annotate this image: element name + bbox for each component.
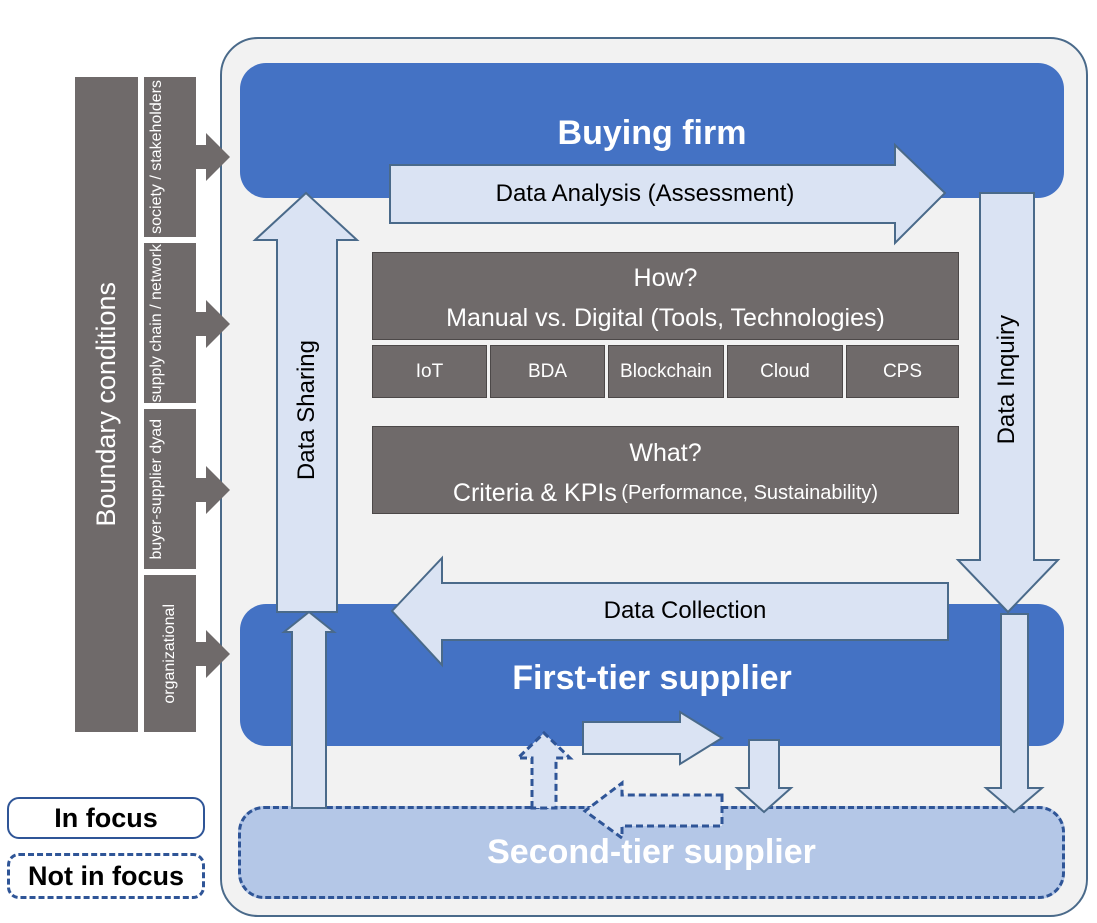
data-analysis-label: Data Analysis (Assessment) <box>495 180 795 207</box>
small-down-arrow <box>734 739 794 814</box>
how-subtitle: Manual vs. Digital (Tools, Technologies) <box>446 303 885 332</box>
tech-cloud: Cloud <box>727 345 843 398</box>
boundary-arrow-2 <box>196 300 230 348</box>
tech-blockchain: Blockchain <box>608 345 724 398</box>
data-sharing-arrow <box>252 191 360 613</box>
first-tier-supplier-label: First-tier supplier <box>512 658 792 697</box>
data-inquiry-label: Data Inquiry <box>993 315 1020 445</box>
buying-firm-label: Buying firm <box>557 113 747 152</box>
tech-cps: CPS <box>846 345 959 398</box>
boundary-arrow-1 <box>196 133 230 181</box>
data-sharing-label: Data Sharing <box>293 339 320 481</box>
data-collection-label: Data Collection <box>603 597 767 624</box>
dashed-up-arrow <box>514 730 574 810</box>
second-tier-supplier-label: Second-tier supplier <box>487 833 816 871</box>
boundary-arrow-4 <box>196 630 230 678</box>
tech-bda: BDA <box>490 345 605 398</box>
boundary-item-society: society / stakeholders <box>144 77 196 237</box>
boundary-conditions-label: Boundary conditions <box>75 77 138 732</box>
data-inquiry-arrow <box>955 192 1061 614</box>
what-box: What? Criteria & KPIs (Performance, Sust… <box>372 426 959 514</box>
boundary-arrow-3 <box>196 466 230 514</box>
data-analysis-arrow <box>389 142 947 246</box>
second-tier-inquiry-arrow <box>983 613 1045 814</box>
legend-not-in-focus: Not in focus <box>7 853 205 899</box>
data-collection-arrow <box>390 555 949 668</box>
how-box: How? Manual vs. Digital (Tools, Technolo… <box>372 252 959 340</box>
legend-in-focus: In focus <box>7 797 205 839</box>
how-title: How? <box>633 263 698 292</box>
tech-iot: IoT <box>372 345 487 398</box>
small-right-arrow <box>582 710 724 766</box>
second-tier-sharing-arrow <box>281 610 337 809</box>
boundary-item-dyad: buyer-supplier dyad <box>144 409 196 569</box>
dashed-left-arrow <box>582 779 724 841</box>
what-subtitle: Criteria & KPIs (Performance, Sustainabi… <box>452 478 879 507</box>
boundary-item-supply-chain: supply chain / network <box>144 243 196 403</box>
boundary-item-organizational: organizational <box>144 575 196 732</box>
what-title: What? <box>629 438 702 467</box>
